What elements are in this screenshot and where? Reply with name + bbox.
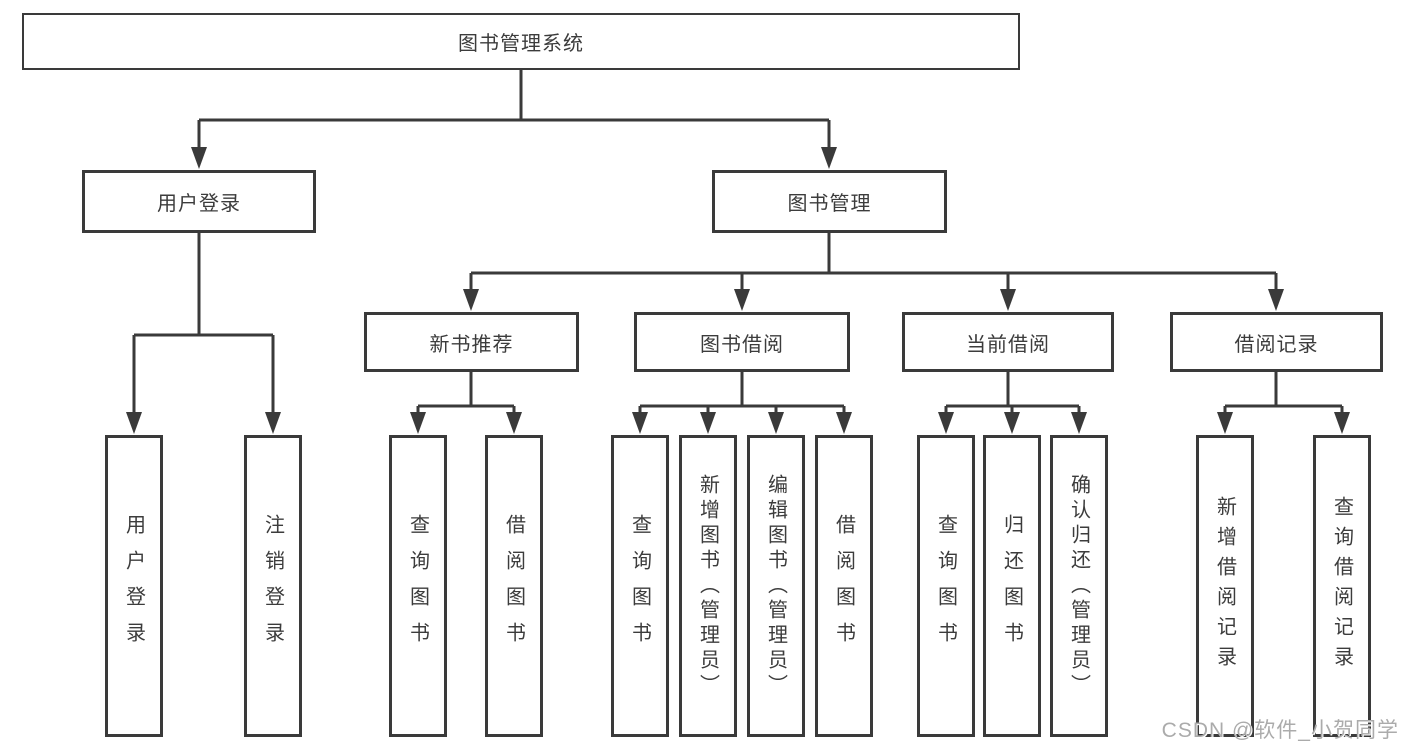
node-library-management-system: 图书管理系统 (22, 13, 1020, 70)
leaf-logout: 注销登录 (244, 435, 302, 737)
node-user-login: 用户登录 (82, 170, 316, 233)
leaf-add-book-admin: 新增图书（管理员） (679, 435, 737, 737)
leaf-user-login: 用户登录 (105, 435, 163, 737)
node-book-management: 图书管理 (712, 170, 947, 233)
leaf-query-borrow-record: 查询借阅记录 (1313, 435, 1371, 737)
leaf-add-borrow-record: 新增借阅记录 (1196, 435, 1254, 737)
leaf-current-query-books: 查询图书 (917, 435, 975, 737)
arrowheads (126, 147, 1350, 434)
csdn-watermark: CSDN @软件_小贺同学 (1161, 719, 1399, 742)
leaf-recommend-query-books: 查询图书 (389, 435, 447, 737)
node-new-book-recommend: 新书推荐 (364, 312, 579, 372)
leaf-recommend-borrow-books: 借阅图书 (485, 435, 543, 737)
node-book-borrow: 图书借阅 (634, 312, 850, 372)
leaf-edit-book-admin: 编辑图书（管理员） (747, 435, 805, 737)
leaf-borrow-borrow-books: 借阅图书 (815, 435, 873, 737)
node-borrow-records: 借阅记录 (1170, 312, 1383, 372)
node-current-borrow: 当前借阅 (902, 312, 1114, 372)
leaf-borrow-query-books: 查询图书 (611, 435, 669, 737)
leaf-return-book: 归还图书 (983, 435, 1041, 737)
leaf-confirm-return-admin: 确认归还（管理员） (1050, 435, 1108, 737)
